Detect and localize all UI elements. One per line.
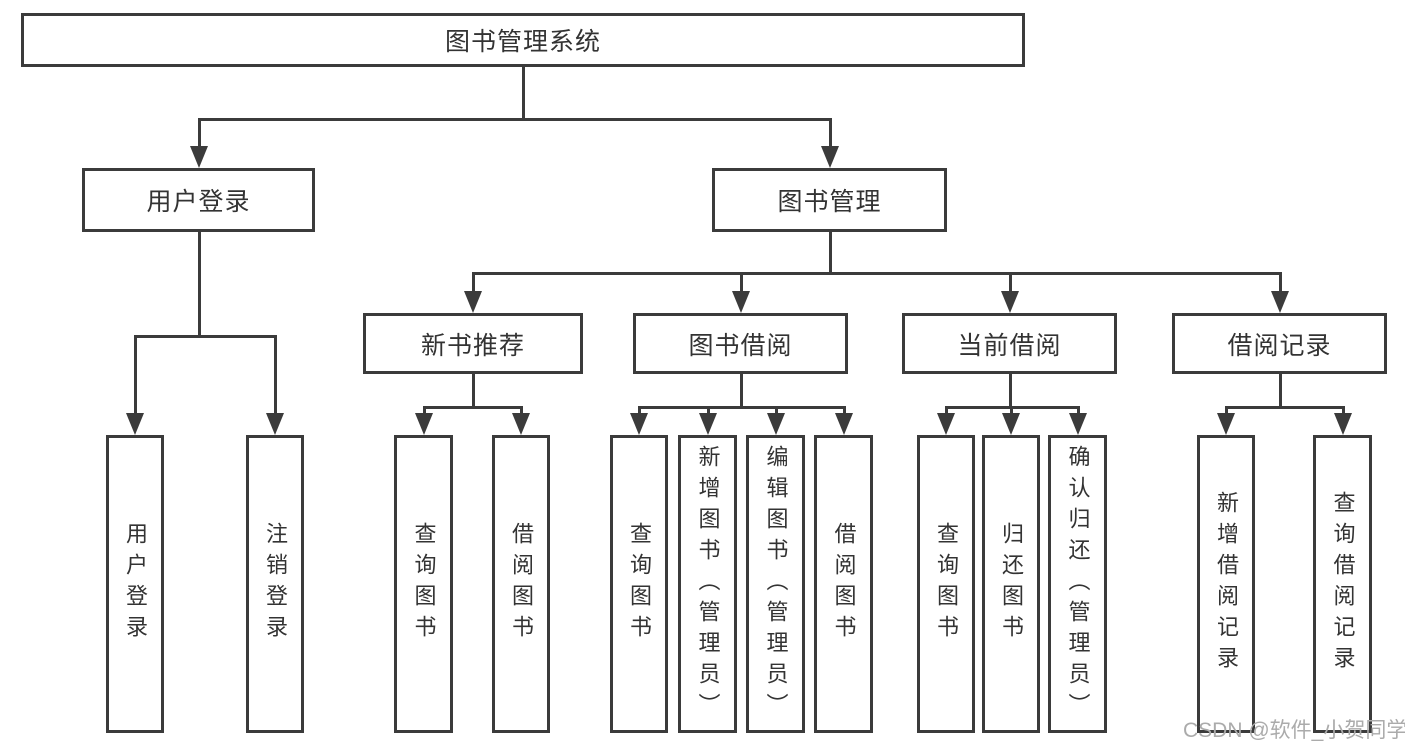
node-label: 归还图书 [999,522,1024,646]
arrow-down-icon [630,413,648,435]
node-current-borrow: 当前借阅 [902,313,1117,374]
node-label: 借阅记录 [1227,331,1332,360]
node-label: 借阅图书 [831,522,857,646]
node-borrow-book-leaf: 借阅图书 [814,435,873,733]
connector-line [1279,374,1282,409]
node-label: 查询图书 [627,522,652,646]
arrow-down-icon [821,146,839,168]
node-query-book-current: 查询图书 [917,435,975,733]
connector-line [945,406,948,415]
node-user-login: 用户登录 [82,168,315,232]
arrow-down-icon [767,413,785,435]
watermark: CSDN @软件_小贺同学 [1183,719,1405,742]
connector-line [1010,406,1013,415]
arrow-down-icon [699,413,717,435]
arrow-down-icon [266,413,284,435]
node-add-borrow-record: 新增借阅记录 [1197,435,1255,733]
connector-line [274,335,277,415]
node-borrow-record: 借阅记录 [1172,313,1387,374]
node-label: 图书借阅 [688,331,793,360]
connector-line [1225,406,1345,409]
arrow-down-icon [190,146,208,168]
arrow-down-icon [1217,413,1235,435]
connector-line [775,406,778,415]
arrow-down-icon [1334,413,1352,435]
connector-line [423,406,523,409]
node-confirm-return-admin: 确认归还（管理员） [1048,435,1107,733]
connector-line [1225,406,1228,415]
connector-line [522,67,525,121]
node-borrow-book-recommend: 借阅图书 [492,435,550,733]
node-query-book-borrow: 查询图书 [610,435,668,733]
arrow-down-icon [1069,413,1087,435]
connector-line [829,232,832,275]
connector-line [843,406,846,415]
node-label: 确认归还（管理员） [1065,444,1091,724]
connector-line [740,374,743,409]
node-label: 新增借阅记录 [1214,491,1239,677]
node-query-borrow-record: 查询借阅记录 [1313,435,1372,733]
arrow-down-icon [126,413,144,435]
node-return-book: 归还图书 [982,435,1040,733]
node-label: 用户登录 [146,188,251,216]
connector-line [520,406,523,415]
connector-line [829,118,832,148]
arrow-down-icon [464,291,482,313]
node-book-borrow: 图书借阅 [633,313,848,374]
arrow-down-icon [835,413,853,435]
connector-line [134,335,137,415]
connector-line [638,406,641,415]
connector-line [638,406,846,409]
node-label: 查询图书 [411,522,437,646]
connector-line [472,374,475,409]
node-label: 新增图书（管理员） [695,444,721,724]
connector-line [1077,406,1080,415]
node-new-book-recommend: 新书推荐 [363,313,583,374]
node-system-root: 图书管理系统 [21,13,1025,67]
connector-line [1342,406,1345,415]
node-label: 查询借阅记录 [1330,491,1356,677]
connector-line [740,272,743,293]
connector-line [198,232,201,338]
connector-line [1009,272,1012,293]
arrow-down-icon [1001,291,1019,313]
connector-line [198,118,832,121]
node-book-management: 图书管理 [712,168,947,232]
connector-line [198,118,201,148]
node-logout-leaf: 注销登录 [246,435,304,733]
connector-line [472,272,475,293]
connector-line [1279,272,1282,293]
arrow-down-icon [1002,413,1020,435]
node-label: 用户登录 [123,522,148,646]
arrow-down-icon [415,413,433,435]
node-label: 查询图书 [934,522,959,646]
connector-line [1009,374,1012,409]
node-label: 图书管理 [777,188,882,216]
arrow-down-icon [937,413,955,435]
node-add-book-admin: 新增图书（管理员） [678,435,737,733]
node-query-book-recommend: 查询图书 [394,435,453,733]
node-label: 当前借阅 [957,331,1062,360]
node-label: 编辑图书（管理员） [763,444,789,724]
node-label: 图书管理系统 [444,28,601,56]
connector-line [134,335,277,338]
connector-line [423,406,426,415]
node-label: 注销登录 [263,522,288,646]
connector-line [707,406,710,415]
node-user-login-leaf: 用户登录 [106,435,164,733]
node-edit-book-admin: 编辑图书（管理员） [746,435,805,733]
arrow-down-icon [512,413,530,435]
node-label: 新书推荐 [420,331,525,360]
arrow-down-icon [732,291,750,313]
connector-line [472,272,1282,275]
node-label: 借阅图书 [509,522,534,646]
arrow-down-icon [1271,291,1289,313]
